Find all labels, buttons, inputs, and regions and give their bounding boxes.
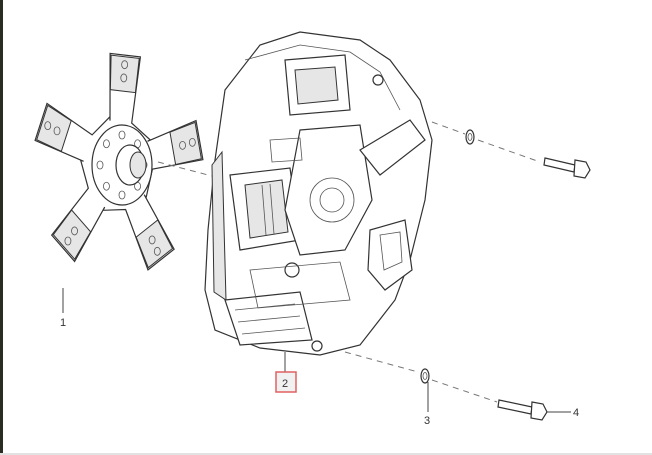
callout-2-highlight-box[interactable] — [275, 371, 297, 393]
bottom-border — [0, 453, 652, 455]
rivet — [71, 226, 78, 236]
rivet — [53, 126, 61, 136]
hub-bolt-hole — [96, 160, 104, 170]
hub-bolt-hole — [118, 190, 126, 200]
callout-4[interactable]: 4 — [573, 407, 579, 419]
assembly-axis-line — [431, 121, 541, 163]
bolt-upper[interactable] — [543, 157, 591, 179]
rivet — [148, 235, 156, 245]
clutch-disc[interactable] — [34, 52, 204, 271]
rivet — [179, 140, 186, 150]
hub-bolt-hole — [118, 130, 126, 140]
washer-lower[interactable] — [420, 368, 430, 384]
assembly-axis-line — [157, 161, 213, 177]
rivet — [121, 60, 129, 70]
rivet — [120, 73, 128, 83]
bolt-lower[interactable] — [497, 399, 548, 421]
splined-bore — [129, 151, 147, 179]
washer-upper[interactable] — [465, 129, 475, 145]
callout-3[interactable]: 3 — [424, 415, 430, 427]
rivet — [153, 246, 161, 256]
friction-pad — [36, 104, 72, 152]
hub-bolt-hole — [103, 139, 110, 149]
friction-pad — [52, 209, 92, 261]
pressure-plate-assembly[interactable] — [204, 31, 433, 356]
hub-bolt-hole — [103, 181, 110, 191]
left-edge-strip — [0, 0, 3, 455]
callout-2[interactable]: 2 — [282, 378, 288, 390]
rivet — [64, 236, 72, 246]
rivet — [188, 137, 196, 147]
callout-1[interactable]: 1 — [60, 317, 66, 329]
friction-pad — [135, 219, 174, 269]
rivet — [44, 121, 52, 131]
assembly-axis-line — [344, 351, 498, 403]
